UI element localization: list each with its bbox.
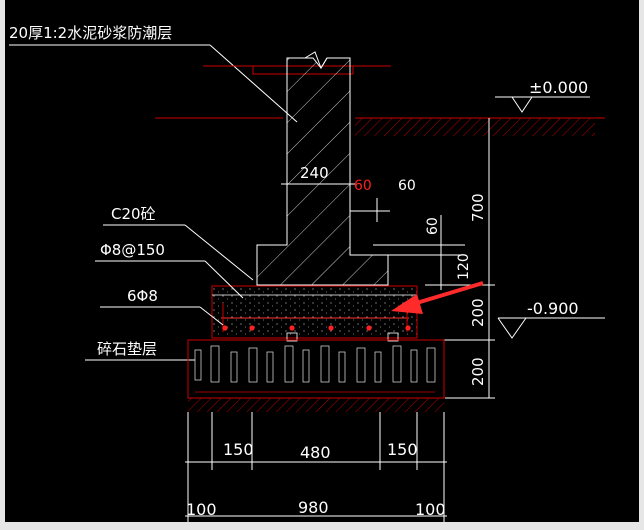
dampproof-leader-d [209, 44, 298, 123]
elev-bottom-label: -0.900 [527, 299, 579, 318]
dim-height-120: 120 [456, 253, 472, 280]
dim-height-700: 700 [469, 193, 487, 222]
elev-top-label: ±0.000 [529, 78, 588, 97]
dim-240-group: 240 [281, 164, 355, 185]
gravel-label: 碎石垫层 [97, 340, 157, 358]
dim-100-left: 100 [186, 500, 217, 519]
gravel-block-4 [248, 347, 258, 383]
rebar-dot-1 [222, 325, 228, 331]
dim-480: 480 [300, 443, 331, 462]
dim-step-group: 60 60 60 120 [350, 178, 472, 290]
ground-hatch-icon [355, 118, 595, 136]
dim-step-vertical: 60 [425, 217, 441, 235]
dim-150-right: 150 [387, 440, 418, 459]
rebar-main-leader-d [199, 306, 224, 326]
gravel-block-12 [392, 345, 402, 383]
red-arrow-icon [391, 281, 484, 314]
dim-step-white: 60 [398, 178, 416, 194]
gravel-block-7 [302, 349, 310, 383]
gravel-block-10 [356, 347, 366, 383]
gravel-block-2 [210, 345, 220, 383]
gravel-block-6 [284, 345, 294, 383]
rebar-dist-leader-d [204, 260, 244, 299]
elevation-triangle-icon-2 [497, 317, 527, 339]
gravel-bed-group [187, 339, 445, 412]
rebar-dot-5 [366, 325, 372, 331]
cad-canvas: 20厚1:2水泥砂浆防潮层 ±0.000 240 60 60 60 120 [5, 0, 639, 522]
gravel-block-1 [194, 349, 202, 381]
arrow-shaft [409, 281, 484, 307]
dampproof-label-group: 20厚1:2水泥砂浆防潮层 [9, 24, 298, 123]
concrete-label: C20砼 [111, 205, 156, 223]
gravel-block-3 [230, 351, 238, 383]
gravel-pattern [194, 345, 436, 383]
footing-slab [211, 285, 418, 339]
gravel-bed [187, 339, 445, 399]
elevation-triangle-icon [511, 96, 533, 113]
rebar-dot-2 [249, 325, 255, 331]
chair-right [387, 332, 399, 342]
chair-left [286, 332, 298, 342]
rebar-main-label: 6Φ8 [127, 287, 158, 305]
rebar-dist-label: Φ8@150 [100, 241, 165, 259]
arrow-head [391, 294, 423, 314]
gravel-block-11 [374, 351, 382, 383]
gravel-block-5 [266, 351, 274, 383]
ground-line-group: ±0.000 [155, 78, 605, 136]
left-labels-group: C20砼 Φ8@150 6Φ8 碎石垫层 [85, 205, 254, 361]
wall-body [256, 57, 389, 286]
gravel-block-13 [410, 349, 418, 383]
dim-height-200-a: 200 [469, 298, 487, 327]
dim-240-text: 240 [300, 164, 329, 182]
dim-vertical-chain: 700 200 200 [425, 118, 495, 399]
wall-break-icon [304, 51, 328, 70]
dim-100-right: 100 [415, 500, 446, 519]
ground-hatch-icon-bottom [188, 398, 444, 412]
rebar-dot-4 [328, 325, 334, 331]
dim-980: 980 [298, 498, 329, 517]
dim-bottom-group: 150 480 150 100 980 100 [185, 412, 447, 522]
dim-150-left: 150 [223, 440, 254, 459]
gravel-block-14 [426, 347, 436, 383]
gravel-block-9 [338, 351, 346, 383]
rebar-dot-6 [405, 325, 411, 331]
dampproof-label: 20厚1:2水泥砂浆防潮层 [9, 24, 172, 42]
elev-bottom-group: -0.900 [497, 299, 605, 339]
concrete-leader-d [184, 224, 254, 281]
rebar-dot-3 [289, 325, 295, 331]
foundation-drawing: 20厚1:2水泥砂浆防潮层 ±0.000 240 60 60 60 120 [9, 24, 605, 522]
wall-group [203, 51, 391, 286]
dim-step-red: 60 [354, 178, 372, 194]
footing-group [211, 285, 418, 342]
rebar-dots [222, 325, 411, 331]
gravel-block-8 [320, 345, 330, 383]
dim-height-200-b: 200 [469, 357, 487, 386]
